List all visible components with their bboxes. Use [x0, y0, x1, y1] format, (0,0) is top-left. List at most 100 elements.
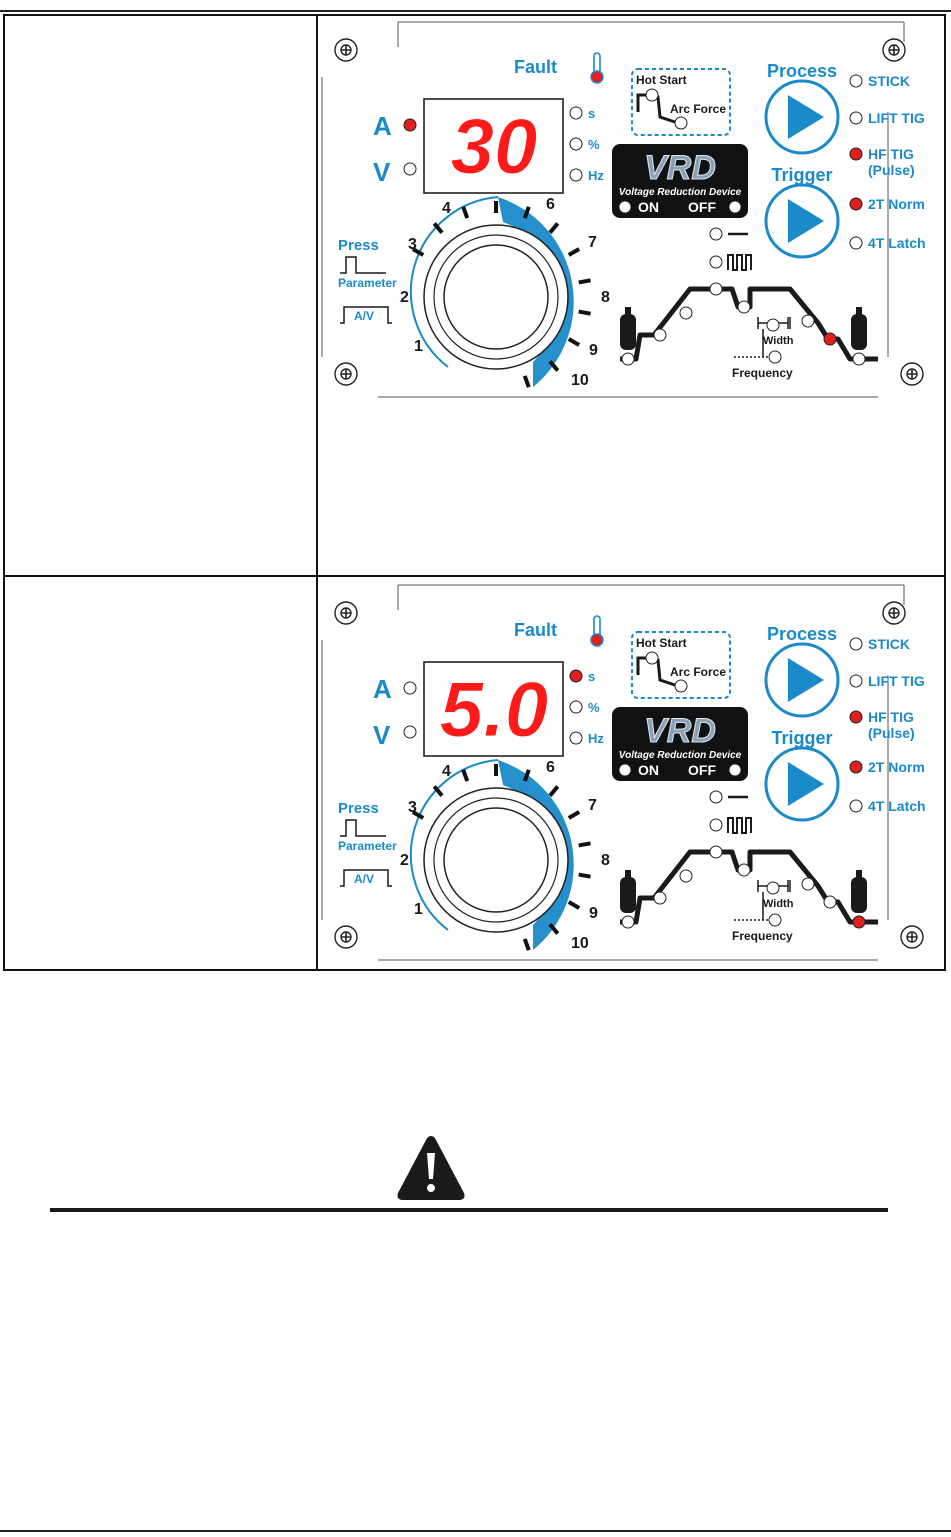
dial-tick [567, 337, 581, 347]
lift-tig-led[interactable] [849, 674, 863, 688]
wave-point-up-slope[interactable] [679, 869, 693, 883]
wave-point-down-slope[interactable] [801, 314, 815, 328]
gas-cylinder-icon [620, 307, 636, 350]
wave-point-post-flow[interactable] [852, 915, 866, 929]
lift-tig-led[interactable] [849, 111, 863, 125]
screw-bottom-right [900, 925, 924, 949]
wave-point-up-slope[interactable] [679, 306, 693, 320]
stick-led[interactable] [849, 74, 863, 88]
dial-number-1: 1 [414, 901, 423, 918]
hertz-led[interactable] [569, 731, 583, 745]
dial-tick [548, 222, 560, 234]
dial-number-8: 8 [601, 852, 610, 869]
dial-number-10: 10 [571, 935, 589, 952]
4t-latch-led[interactable] [849, 799, 863, 813]
seconds-led[interactable] [569, 669, 583, 683]
wave-point-up-slope-start[interactable] [653, 891, 667, 905]
wave-point-post-flow[interactable] [852, 352, 866, 366]
dial-number-4: 4 [442, 200, 451, 217]
wave-point-end-slope[interactable] [823, 332, 837, 346]
press-pulse-icon [340, 819, 386, 837]
wave-point-up-slope-start[interactable] [653, 328, 667, 342]
arc-force-led[interactable] [674, 116, 688, 130]
volts-led[interactable] [403, 725, 417, 739]
wave-point-peak[interactable] [709, 282, 723, 296]
arc-force-led[interactable] [674, 679, 688, 693]
parameter-dial[interactable] [409, 759, 591, 951]
wave-point-end-slope[interactable] [823, 895, 837, 909]
2t-norm-label: 2T Norm [868, 196, 925, 212]
volts-led[interactable] [403, 162, 417, 176]
2t-norm-led[interactable] [849, 197, 863, 211]
percent-led[interactable] [569, 700, 583, 714]
hot-start-led[interactable] [645, 651, 659, 665]
wave-point-pulse-base[interactable] [737, 863, 751, 877]
vrd-panel [612, 144, 748, 218]
2t-norm-led[interactable] [849, 760, 863, 774]
vrd-on-label: ON [638, 762, 659, 778]
width-led[interactable] [766, 881, 780, 895]
vrd-off-led[interactable] [728, 763, 742, 777]
wave-point-pre-flow[interactable] [621, 352, 635, 366]
display-value: 30 [451, 102, 538, 190]
process-play-icon [788, 95, 824, 139]
hot-start-led[interactable] [645, 88, 659, 102]
seconds-led[interactable] [569, 106, 583, 120]
dc-mode-led[interactable] [709, 790, 723, 804]
screw-top-right [882, 38, 906, 62]
pulse-mode-led[interactable] [709, 818, 723, 832]
display-value: 5.0 [440, 665, 548, 753]
dc-mode-led[interactable] [709, 227, 723, 241]
dial-number-9: 9 [589, 342, 598, 359]
dial-tick [522, 206, 531, 219]
stick-led[interactable] [849, 637, 863, 651]
hf-tig-led[interactable] [849, 710, 863, 724]
panel-frame [321, 21, 905, 398]
hf-tig-label: HF TIG [868, 146, 914, 162]
process-button[interactable] [764, 79, 840, 155]
vrd-on-led[interactable] [618, 200, 632, 214]
stick-label: STICK [868, 636, 910, 652]
wave-point-pre-flow[interactable] [621, 915, 635, 929]
dial-tick [567, 247, 581, 257]
wave-point-down-slope[interactable] [801, 877, 815, 891]
wave-point-peak[interactable] [709, 845, 723, 859]
wave-point-pulse-base[interactable] [737, 300, 751, 314]
4t-latch-label: 4T Latch [868, 798, 926, 814]
dial-tick [411, 247, 425, 257]
parameter-dial[interactable] [409, 196, 591, 388]
panel-frame [321, 584, 905, 961]
dial-tick [578, 278, 591, 285]
hot-start-label: Hot Start [636, 73, 687, 87]
percent-led[interactable] [569, 137, 583, 151]
fault-label: Fault [514, 57, 557, 77]
hf-tig-led[interactable] [849, 147, 863, 161]
trigger-button[interactable] [764, 183, 840, 259]
parameter-label: Parameter [338, 276, 397, 290]
frequency-led[interactable] [768, 350, 782, 364]
dial-tick [567, 900, 581, 910]
dial-number-7: 7 [588, 797, 597, 814]
width-led[interactable] [766, 318, 780, 332]
vrd-on-led[interactable] [618, 763, 632, 777]
trigger-button[interactable] [764, 746, 840, 822]
hf-tig-label: HF TIG [868, 709, 914, 725]
amps-led[interactable] [403, 681, 417, 695]
hertz-led[interactable] [569, 168, 583, 182]
screw-bottom-left [334, 362, 358, 386]
4t-latch-led[interactable] [849, 236, 863, 250]
arc-force-label: Arc Force [670, 665, 726, 679]
display-window [423, 98, 564, 194]
av-label: A/V [354, 309, 374, 323]
hot-start-box [631, 68, 731, 136]
vrd-off-led[interactable] [728, 200, 742, 214]
dial-tick [548, 785, 560, 797]
pulse-mode-led[interactable] [709, 255, 723, 269]
dial-number-9: 9 [589, 905, 598, 922]
pulse-label: (Pulse) [868, 725, 915, 741]
amps-led[interactable] [403, 118, 417, 132]
process-button[interactable] [764, 642, 840, 718]
screw-top-right [882, 601, 906, 625]
frequency-led[interactable] [768, 913, 782, 927]
